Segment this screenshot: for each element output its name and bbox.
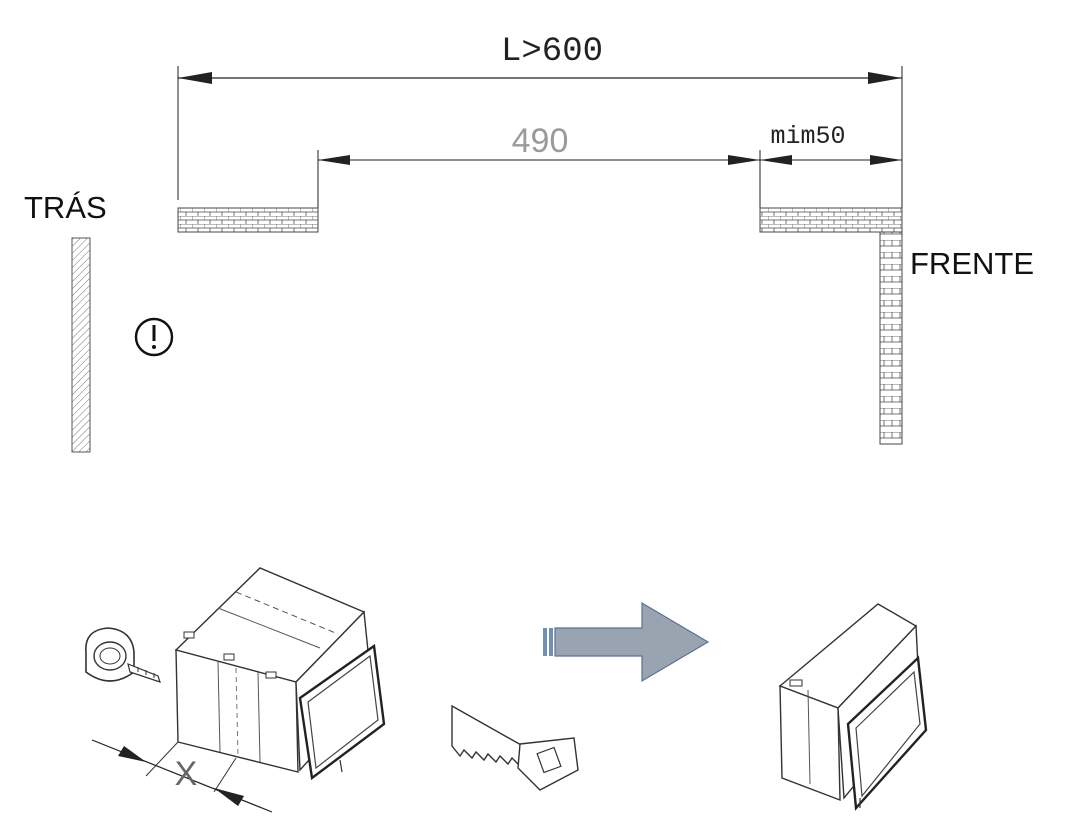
arrow-right-icon — [543, 601, 710, 683]
box-before-cut — [174, 567, 386, 781]
wall-left-ledge — [177, 207, 319, 233]
front-label: FRENTE — [910, 246, 1034, 281]
wall-back — [71, 237, 91, 453]
back-label: TRÁS — [24, 190, 107, 225]
dimension-min-offset: mim50 — [760, 122, 902, 165]
warning-icon — [134, 317, 174, 357]
box-after-cut — [778, 603, 928, 811]
inner-length-label: 490 — [512, 122, 569, 160]
wall-front — [759, 207, 903, 445]
saw-icon — [451, 704, 579, 791]
cut-dimension: X — [91, 739, 273, 813]
dimension-total: L>600 — [177, 33, 903, 444]
min-offset-label: mim50 — [770, 122, 845, 151]
dimension-inner: 490 — [317, 122, 761, 208]
cut-label: X — [175, 755, 198, 793]
tape-measure-icon — [85, 627, 161, 683]
total-length-label: L>600 — [501, 33, 603, 71]
